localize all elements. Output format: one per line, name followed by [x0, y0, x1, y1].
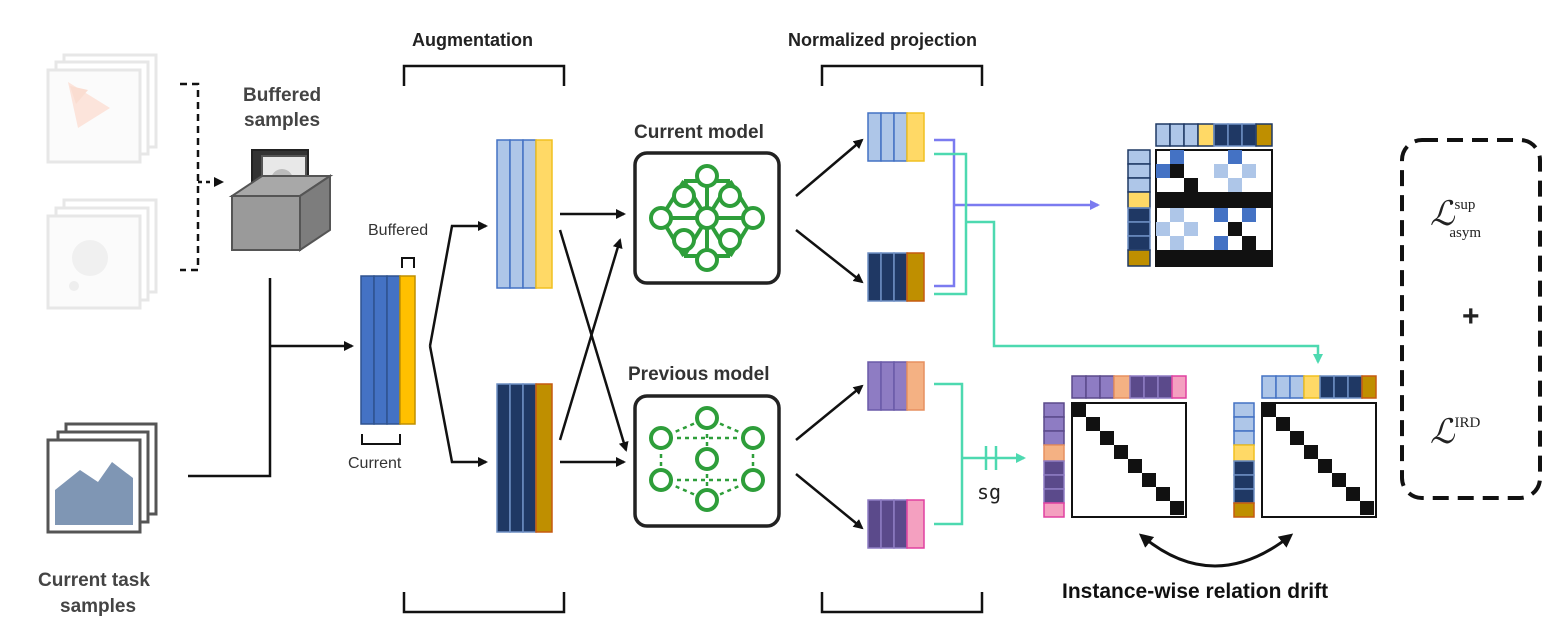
dashed-network-icon — [649, 406, 765, 512]
buffer-dashed-bracket — [180, 82, 224, 272]
model-to-projection-arrows — [795, 138, 864, 530]
current-task-image-stack — [46, 422, 158, 534]
relation-drift-title: Instance-wise relation drift — [1062, 580, 1329, 603]
ird-bracket-arrow — [934, 152, 1323, 526]
ird-prev-left-header — [1043, 402, 1065, 518]
batch-brackets — [361, 257, 415, 445]
batch-bar — [360, 275, 416, 425]
buffered-image-stack-bottom — [46, 198, 158, 310]
projection-current-b — [867, 252, 925, 302]
buffered-small-label: Buffered — [368, 222, 429, 239]
loss-ird-symbol: ℒ — [1430, 414, 1455, 451]
sup-matrix-left-header — [1127, 149, 1151, 267]
sup-matrix-top-header — [1155, 123, 1273, 147]
normalized-projection-title: Normalized projection — [788, 30, 978, 50]
ird-cur-left-header — [1233, 402, 1255, 518]
augmentation-top-bracket — [402, 64, 566, 86]
input-flow-lines — [188, 278, 354, 478]
augmented-view-a — [496, 139, 553, 289]
sup-matrix-cells — [1156, 150, 1272, 266]
sup-matrix — [1127, 123, 1273, 267]
projection-previous-a — [867, 361, 925, 411]
projection-bottom-bracket — [820, 592, 984, 614]
loss-sup-superscript: sup — [1454, 197, 1476, 213]
sup-bracket-arrow — [934, 138, 1100, 288]
projection-previous-b — [867, 499, 925, 549]
view-to-model-arrows — [558, 209, 629, 467]
ird-cur-diagonal — [1262, 403, 1374, 515]
augmentation-arrows — [428, 221, 488, 467]
loss-sup-subscript: asym — [1449, 225, 1482, 241]
previous-model-label: Previous model — [628, 364, 770, 385]
current-model-box — [633, 151, 781, 285]
loss-sup-symbol: ℒ — [1430, 196, 1455, 233]
ird-prev-top-header — [1071, 375, 1187, 399]
buffered-image-stack-top — [46, 53, 158, 164]
ird-prev-diagonal — [1072, 403, 1184, 515]
loss-ird: ℒIRD — [1430, 412, 1480, 452]
current-model-label: Current model — [634, 122, 764, 143]
augmentation-title: Augmentation — [412, 30, 533, 50]
ird-matrix-current — [1233, 375, 1377, 518]
projection-current-a — [867, 112, 925, 162]
projection-top-bracket — [820, 64, 984, 86]
loss-sup-asym: ℒsup asym — [1430, 194, 1481, 241]
double-arrow-icon — [1138, 533, 1294, 568]
buffer-box-icon — [228, 149, 334, 252]
augmented-view-b — [496, 383, 553, 533]
ird-cur-top-header — [1261, 375, 1377, 399]
plus-sign: + — [1462, 300, 1480, 333]
stop-gradient-icon — [984, 446, 998, 470]
stop-gradient-label: sg — [977, 480, 1002, 504]
ird-matrix-previous — [1043, 375, 1187, 518]
buffered-samples-label-line1: Buffered — [243, 85, 322, 106]
previous-model-box — [633, 394, 781, 528]
neural-network-icon — [649, 164, 765, 272]
current-task-label-line1: Current task — [38, 570, 150, 591]
loss-box — [1400, 138, 1542, 500]
current-task-label-line2: samples — [60, 596, 137, 617]
augmentation-bottom-bracket — [402, 592, 566, 614]
current-small-label: Current — [348, 455, 402, 472]
buffered-samples-label-line2: samples — [244, 110, 321, 131]
loss-ird-superscript: IRD — [1454, 415, 1481, 431]
